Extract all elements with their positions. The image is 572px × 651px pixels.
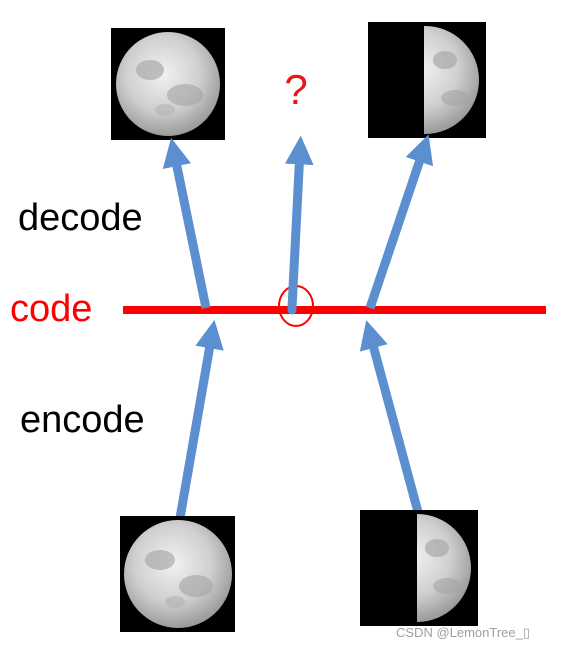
decode-arrow-right <box>365 134 434 310</box>
moon-crater <box>136 60 164 80</box>
moon-crater <box>179 575 213 597</box>
moon-disc <box>124 520 232 628</box>
moon-crater <box>167 84 203 106</box>
moon-crater <box>155 104 175 116</box>
decode-arrow-left <box>162 137 211 309</box>
moon-crater <box>425 539 449 557</box>
question-mark: ? <box>284 66 307 113</box>
code-label: code <box>10 288 92 330</box>
full-moon-image-bottom <box>120 516 235 632</box>
moon-crater <box>433 51 457 69</box>
half-moon-image-top <box>368 22 486 138</box>
moon-crater <box>165 596 185 608</box>
moon-crater <box>441 90 469 106</box>
half-moon-image-bottom <box>360 510 478 626</box>
watermark-text: CSDN @LemonTree_⁠▯ <box>396 625 530 640</box>
decode-label: decode <box>18 197 143 239</box>
encode-arrow-right <box>359 320 423 514</box>
full-moon-image-top <box>111 28 225 140</box>
moon-disc <box>116 32 220 136</box>
encode-label: encode <box>20 399 145 441</box>
decode-arrow-middle <box>284 135 314 309</box>
moon-crater <box>433 578 461 594</box>
moon-crater <box>145 550 175 570</box>
encode-arrow-left <box>175 319 224 519</box>
